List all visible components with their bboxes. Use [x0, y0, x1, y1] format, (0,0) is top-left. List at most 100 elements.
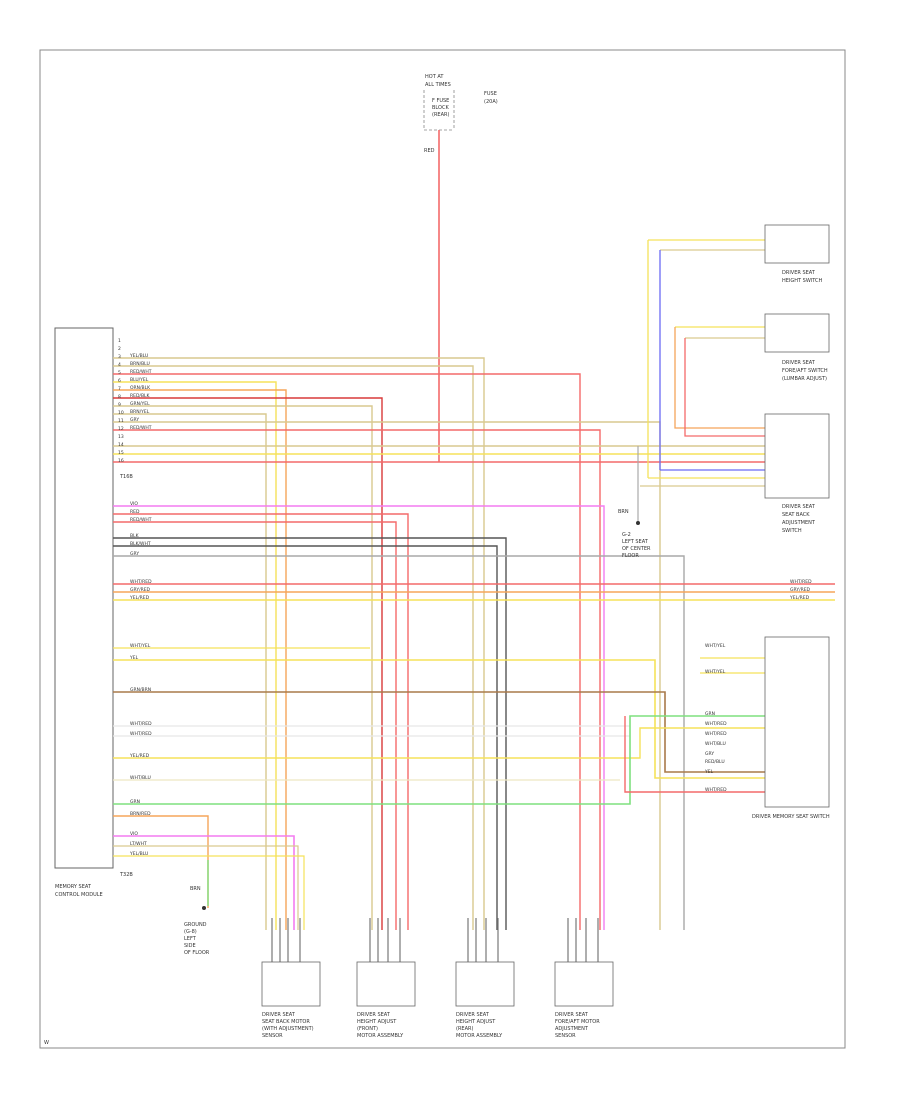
switch-3-label-3: ADJUSTMENT [782, 520, 816, 526]
middle-wire [113, 537, 507, 930]
upper-wire [113, 429, 601, 930]
module-pin-number: 1 [118, 338, 121, 344]
motor-2-label-1: DRIVER SEAT [357, 1012, 391, 1018]
middle-wire-label: GRY [130, 551, 139, 557]
module-pin-number: 13 [118, 434, 124, 440]
right-conn-wire-label: RED/BLU [705, 759, 725, 765]
power-line-1: HOT AT [425, 74, 444, 80]
switch-2-label-1: DRIVER SEAT [782, 360, 816, 366]
motor-box-1 [261, 961, 321, 1007]
junction-label-2: LEFT SEAT [622, 539, 649, 545]
harness-wire-label: GRY/RED [130, 587, 151, 593]
module-pin-number: 11 [118, 418, 124, 424]
footer-code: W [44, 1040, 49, 1046]
switch-block-2 [764, 313, 830, 353]
power-source-fuse-block: HOT AT ALL TIMES F FUSE BLOCK (REAR) FUS… [423, 74, 498, 154]
right-conn-wire-label: WHT/RED [705, 731, 727, 737]
lower-wire-label: YEL [129, 655, 139, 661]
memory-seat-switch-block [764, 636, 830, 808]
motor-1-label-3: (WITH ADJUSTMENT) [262, 1026, 314, 1032]
middle-wire-label: VIO [130, 501, 138, 507]
right-connector-label: DRIVER MEMORY SEAT SWITCH [752, 814, 830, 820]
module-connector-b-label: T32B [119, 872, 133, 878]
upper-wire-label: RED/BLK [130, 393, 151, 399]
junction-label-3: OF CENTER [622, 546, 651, 552]
lower-wire [113, 659, 765, 779]
module-pin-number: 8 [118, 394, 121, 400]
middle-wire-label: BLK [130, 533, 140, 539]
middle-wire [113, 513, 409, 930]
motor-box-4 [554, 961, 614, 1007]
switch-2-label-3: (LUMBAR ADJUST) [782, 376, 827, 382]
lower-wire [113, 715, 765, 805]
switch-3-label-2: SEAT BACK [782, 512, 810, 518]
ground-label-5: OF FLOOR [184, 950, 210, 956]
motor-4-label-4: SENSOR [555, 1033, 576, 1039]
right-conn-wire-label: WHT/YEL [705, 643, 726, 649]
upper-wire [113, 373, 581, 930]
right-conn-wire-label: GRN [705, 711, 715, 717]
upper-wire-label: RED/WHT [130, 369, 152, 375]
module-pin-number: 9 [118, 402, 121, 408]
right-conn-wire-label: WHT/YEL [705, 669, 726, 675]
switch-1-label-1: DRIVER SEAT [782, 270, 816, 276]
upper-wire-label: ORN/BLK [130, 385, 151, 391]
right-conn-wire [624, 716, 765, 793]
lower-wire [113, 815, 209, 908]
upper-wire-label: RED/WHT [130, 425, 152, 431]
lower-wire-label: LT/WHT [130, 841, 147, 847]
lower-wire-label: WHT/RED [130, 721, 152, 727]
power-line-4: BLOCK [432, 105, 449, 111]
motor-labels: DRIVER SEAT SEAT BACK MOTOR (WITH ADJUST… [262, 1012, 600, 1039]
lower-wire-label: GRN/BRN [130, 687, 151, 693]
switch-3-label-4: SWITCH [782, 528, 802, 534]
ground-label-2: (G-8) [184, 929, 197, 935]
lower-wire-label: YEL/BLU [129, 851, 148, 857]
lower-wire-label: GRN [130, 799, 140, 805]
module-name-line-2: CONTROL MODULE [55, 892, 103, 898]
module-pin-number: 16 [118, 458, 124, 464]
module-pin-number: 15 [118, 450, 124, 456]
power-wire-label: RED [424, 148, 435, 154]
motor-3-label-1: DRIVER SEAT [456, 1012, 490, 1018]
motor-4-label-3: ADJUSTMENT [555, 1026, 589, 1032]
right-conn-wire-label: WHT/RED [705, 787, 727, 793]
upper-wire [113, 381, 277, 930]
junction-labels: BRN G-2 LEFT SEAT OF CENTER FLOOR [618, 509, 651, 559]
switch-block-3 [764, 413, 830, 499]
motor-2-label-2: HEIGHT ADJUST [357, 1019, 397, 1025]
harness-wire-label: WHT/RED [130, 579, 152, 585]
power-line-2: ALL TIMES [425, 82, 451, 88]
diagram-frame [39, 49, 846, 1049]
harness-wire-label-right: YEL/RED [789, 595, 810, 601]
motor-1-label-1: DRIVER SEAT [262, 1012, 296, 1018]
lower-wire-label: WHT/RED [130, 731, 152, 737]
upper-wire [113, 357, 485, 930]
module-pin-number: 6 [118, 378, 121, 384]
memory-seat-control-module: T16B T32B MEMORY SEAT CONTROL MODULE [54, 327, 133, 898]
module-name-line-1: MEMORY SEAT [55, 884, 92, 890]
harness-wire-label: YEL/RED [129, 595, 150, 601]
upper-wire-label: GRY [130, 417, 139, 423]
junction-label-4: FLOOR [622, 553, 639, 559]
middle-wire [113, 505, 605, 930]
right-conn-wire-label: GRY [705, 751, 714, 757]
upper-wire [113, 365, 474, 930]
module-pin-number: 4 [118, 362, 121, 368]
module-connector-a-label: T16B [119, 474, 133, 480]
lower-wire [113, 691, 765, 773]
right-conn-wire-label: WHT/RED [705, 721, 727, 727]
module-pin-number: 14 [118, 442, 124, 448]
power-line-6: FUSE [484, 91, 497, 97]
module-pin-number: 3 [118, 354, 121, 360]
upper-wire-label: BRN/BLU [130, 361, 150, 367]
lower-wire-label: WHT/YEL [130, 643, 151, 649]
module-pin-number: 7 [118, 386, 121, 392]
motor-2-label-3: (FRONT) [357, 1026, 378, 1032]
lower-wire-label: YEL/RED [129, 753, 150, 759]
ground-label-1: GROUND [184, 922, 207, 928]
middle-wire [113, 521, 397, 930]
switch2-wire [674, 327, 765, 429]
switch-block-1 [764, 224, 830, 264]
